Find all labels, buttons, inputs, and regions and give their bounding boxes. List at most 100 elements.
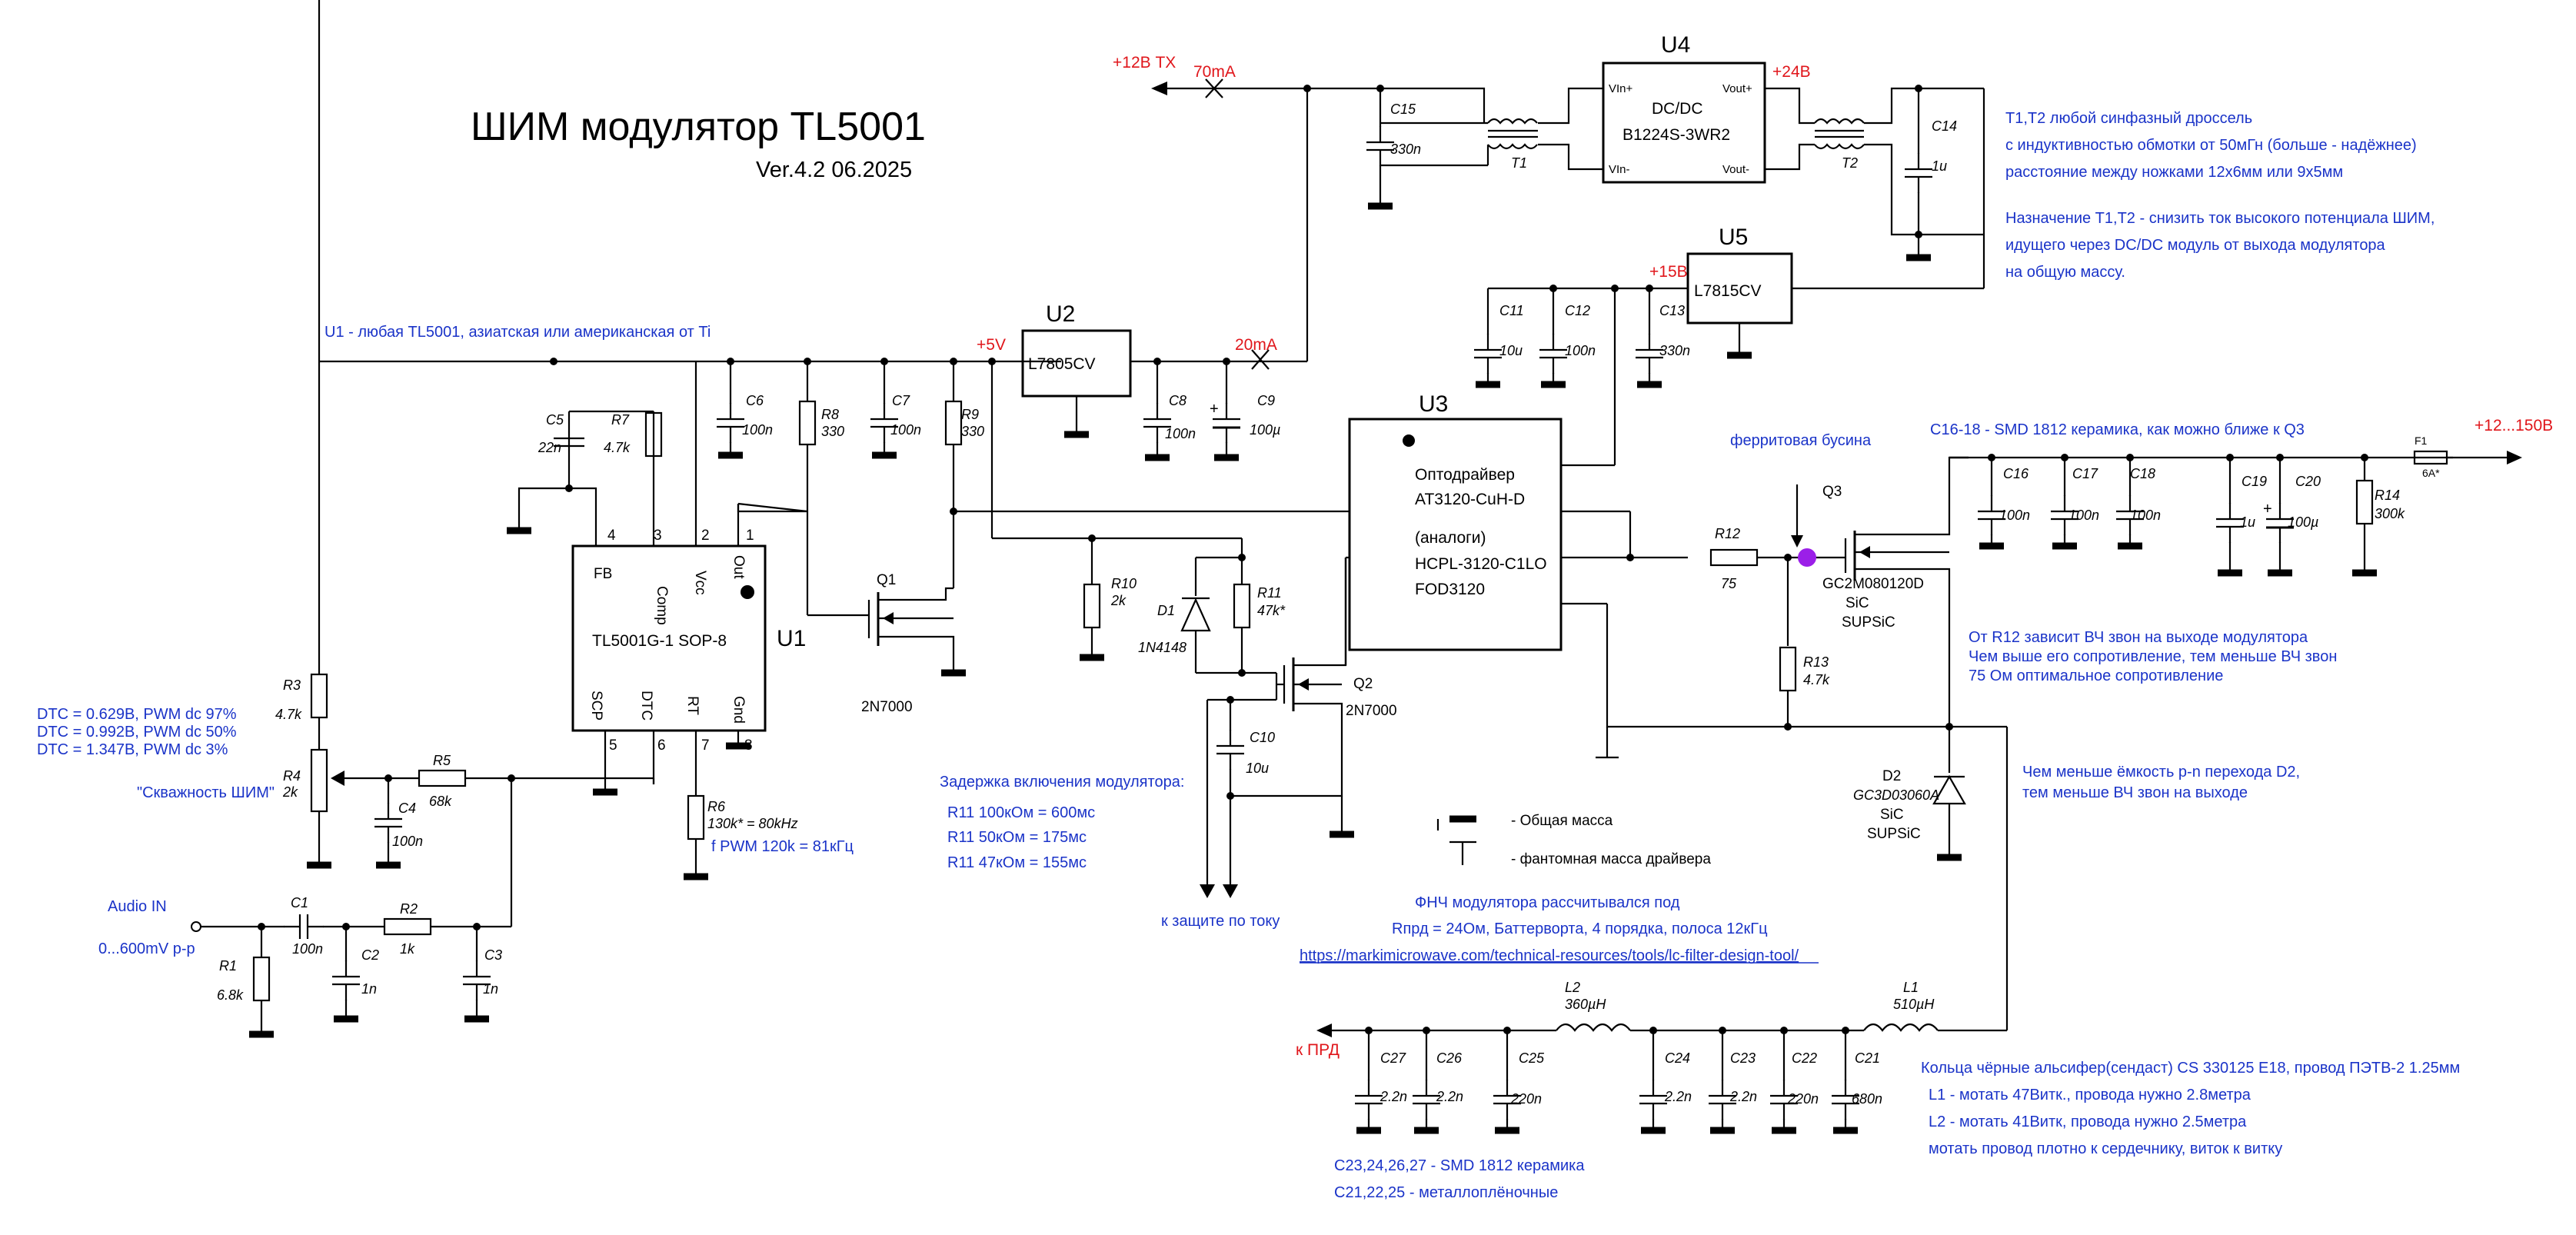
svg-text:1n: 1n <box>361 981 377 997</box>
svg-text:Кольца чёрные альсифер(сендаст: Кольца чёрные альсифер(сендаст) CS 33012… <box>1921 1060 2460 1077</box>
right-notes: T1,T2 любой синфазный дроссель с индукти… <box>1921 110 2460 1157</box>
svg-text:Q1: Q1 <box>877 572 896 588</box>
svg-text:R13: R13 <box>1803 654 1829 670</box>
c15: C15 330n <box>1366 88 1421 206</box>
svg-text:Задержка включения модулятора:: Задержка включения модулятора: <box>940 774 1184 791</box>
svg-text:R12: R12 <box>1715 526 1740 541</box>
svg-text:Out: Out <box>731 555 747 579</box>
dtc-notes: DTC = 0.629В, PWM dc 97% DTC = 0.992В, P… <box>37 706 275 801</box>
svg-text:SUPSiC: SUPSiC <box>1867 826 1921 842</box>
ground-legend: - Общая масса - фантомная масса драйвера <box>1436 813 1711 867</box>
svg-text:C16: C16 <box>2003 466 2029 481</box>
svg-text:SiC: SiC <box>1845 595 1869 611</box>
svg-text:C6: C6 <box>746 393 764 408</box>
svg-text:2N7000: 2N7000 <box>1346 703 1397 719</box>
svg-text:2N7000: 2N7000 <box>861 699 913 715</box>
svg-text:Чем меньше ёмкость p-n переход: Чем меньше ёмкость p-n перехода D2, <box>2022 764 2300 781</box>
svg-text:R11: R11 <box>1257 585 1282 601</box>
svg-text:От R12 зависит ВЧ звон на выхо: От R12 зависит ВЧ звон на выходе модулят… <box>1969 629 2308 646</box>
svg-text:Audio IN: Audio IN <box>108 898 167 915</box>
svg-text:7: 7 <box>701 737 710 754</box>
lpf-link[interactable]: https://markimicrowave.com/technical-res… <box>1300 947 1799 964</box>
svg-text:3: 3 <box>654 528 662 544</box>
svg-text:2.2n: 2.2n <box>1380 1089 1407 1104</box>
svg-text:Чем выше его сопротивление, те: Чем выше его сопротивление, тем меньше В… <box>1969 648 2337 665</box>
svg-text:идущего через DC/DC модуль от: идущего через DC/DC модуль от выхода мод… <box>2005 237 2386 254</box>
svg-text:R8: R8 <box>821 407 839 422</box>
svg-text:330: 330 <box>821 424 844 439</box>
svg-text:R7: R7 <box>611 412 630 428</box>
svg-text:U2: U2 <box>1046 301 1075 327</box>
net-20ma: 20mA <box>1235 336 1277 354</box>
svg-text:TL5001G-1 SOP-8: TL5001G-1 SOP-8 <box>592 632 727 650</box>
u3-optodriver: U3 Оптодрайвер AT3120-CuH-D (аналоги) HC… <box>1344 391 1949 759</box>
svg-text:Rпрд = 24Ом, Баттерворта, 4 по: Rпрд = 24Ом, Баттерворта, 4 порядка, пол… <box>1392 920 1768 937</box>
svg-text:ферритовая бусина: ферритовая бусина <box>1730 432 1872 449</box>
u4-dcdc: U4 DC/DC B1224S-3WR2 VIn+ VIn- Vout+ Vou… <box>1602 32 1811 184</box>
audio-input: Audio IN 0...600mV p-p R1 6.8k C1 100n C… <box>98 895 511 1034</box>
svg-text:- Общая масса: - Общая масса <box>1511 813 1613 829</box>
svg-text:C12: C12 <box>1565 303 1590 318</box>
svg-text:(аналоги): (аналоги) <box>1415 529 1486 547</box>
svg-text:2k: 2k <box>1110 593 1127 608</box>
svg-text:C15: C15 <box>1390 102 1416 117</box>
c5-r7: C5 22n R7 4.7k <box>507 410 663 531</box>
svg-text:C9: C9 <box>1257 393 1275 408</box>
svg-text:VIn-: VIn- <box>1609 163 1630 176</box>
svg-text:D2: D2 <box>1882 768 1901 784</box>
svg-text:расстояние между ножками 12х6м: расстояние между ножками 12х6мм или 9х5м… <box>2005 164 2343 181</box>
svg-text:VIn+: VIn+ <box>1609 82 1633 95</box>
net-12v-tx: +12В ТХ <box>1113 54 1176 72</box>
svg-text:C18: C18 <box>2130 466 2155 481</box>
svg-text:47k*: 47k* <box>1257 603 1286 618</box>
svg-text:DTC = 1.347В, PWM dc 3%: DTC = 1.347В, PWM dc 3% <box>37 741 228 758</box>
rail-5v: +5V U1 - любая TL5001, азиатская или аме… <box>319 324 1307 365</box>
svg-text:100n: 100n <box>2068 508 2099 523</box>
svg-text:F1: F1 <box>2415 434 2428 447</box>
svg-text:100n: 100n <box>890 422 921 438</box>
svg-text:L1 - мотать 47Витк., провода н: L1 - мотать 47Витк., провода нужно 2.8ме… <box>1929 1087 2252 1104</box>
svg-text:C5: C5 <box>546 412 564 428</box>
svg-text:DTC = 0.629В, PWM dc 97%: DTC = 0.629В, PWM dc 97% <box>37 706 237 723</box>
svg-text:+12...150В: +12...150В <box>2474 417 2553 434</box>
svg-text:D1: D1 <box>1157 603 1175 618</box>
svg-text:2.2n: 2.2n <box>1729 1089 1757 1104</box>
svg-text:130k* = 80kHz: 130k* = 80kHz <box>707 816 798 831</box>
c14: C14 1u <box>1905 85 1985 288</box>
svg-text:2: 2 <box>701 528 710 544</box>
t1-common-mode-choke: T1 <box>1380 87 1603 171</box>
svg-text:6: 6 <box>657 737 666 754</box>
svg-text:100µ: 100µ <box>1250 422 1280 438</box>
svg-text:330: 330 <box>961 424 984 439</box>
svg-text:L7805CV: L7805CV <box>1028 355 1096 373</box>
svg-text:мотать провод плотно к сердечн: мотать провод плотно к сердечнику, виток… <box>1929 1140 2282 1157</box>
svg-text:5: 5 <box>609 737 617 754</box>
delay-notes: Задержка включения модулятора: R11 100кО… <box>940 774 1184 871</box>
t2-common-mode-choke: T2 <box>1765 87 1919 236</box>
svg-text:1N4148: 1N4148 <box>1138 640 1186 655</box>
svg-text:R14: R14 <box>2375 488 2400 503</box>
svg-text:C23: C23 <box>1730 1050 1756 1066</box>
svg-text:GC3D03060A: GC3D03060A <box>1853 787 1939 803</box>
svg-text:R11 100кОм = 600мс: R11 100кОм = 600мс <box>947 804 1095 821</box>
svg-text:C13: C13 <box>1659 303 1685 318</box>
svg-text:2k: 2k <box>282 784 298 800</box>
q1: Q1 2N7000 <box>737 502 1346 715</box>
svg-text:Gnd: Gnd <box>731 696 747 724</box>
svg-text:DC/DC: DC/DC <box>1652 100 1703 118</box>
svg-text:R5: R5 <box>433 753 451 768</box>
c6-c7-r8-r9: C6 100n R8 330 C7 100n R9 330 <box>717 361 984 588</box>
svg-text:C24: C24 <box>1665 1050 1690 1066</box>
svg-text:Vout+: Vout+ <box>1722 82 1752 95</box>
u5-l7815: U5 L7815CV +15В <box>1488 225 1984 355</box>
page-title: ШИМ модулятор TL5001 <box>471 105 926 149</box>
svg-text:1u: 1u <box>2240 514 2255 530</box>
svg-text:C22: C22 <box>1792 1050 1817 1066</box>
svg-text:SiC: SiC <box>1880 807 1904 823</box>
net-70ma: 70mA <box>1193 63 1236 81</box>
u1-note: U1 - любая TL5001, азиатская или америка… <box>324 324 711 341</box>
svg-text:к защите по току: к защите по току <box>1161 913 1280 930</box>
svg-text:4.7k: 4.7k <box>604 440 631 455</box>
svg-text:HCPL-3120-C1LO: HCPL-3120-C1LO <box>1415 555 1547 573</box>
